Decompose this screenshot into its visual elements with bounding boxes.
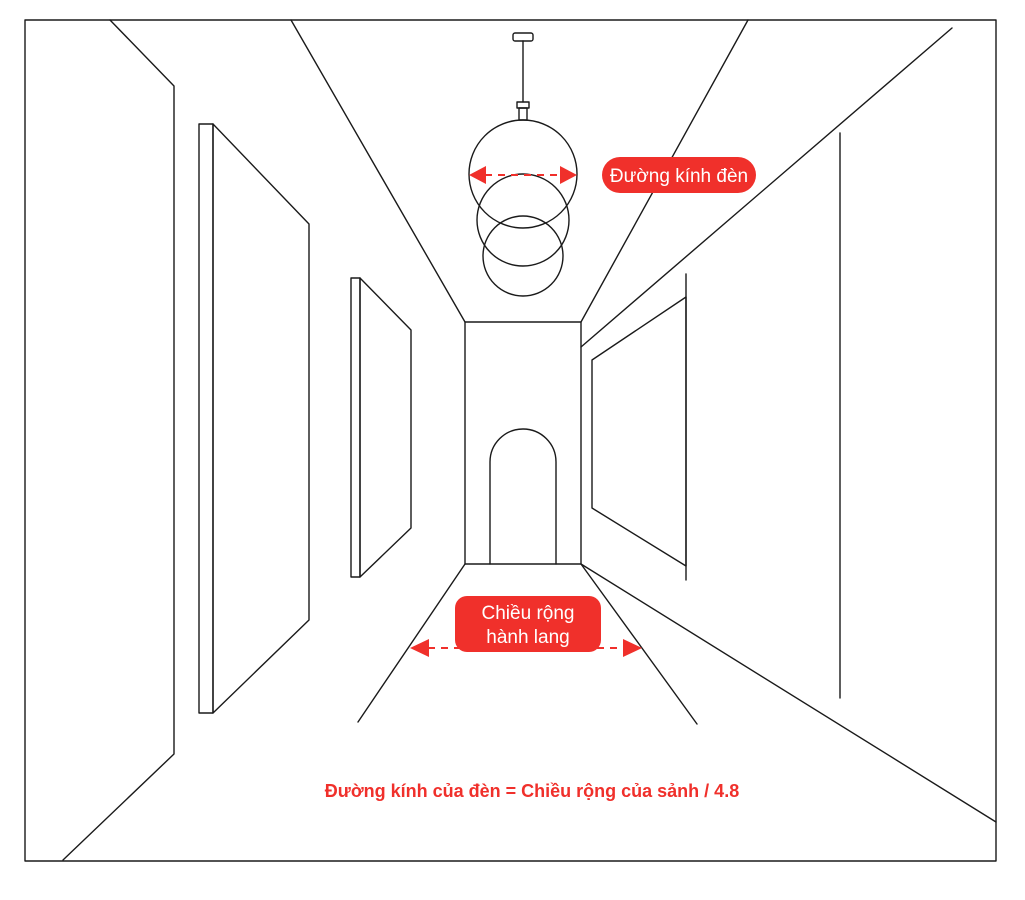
lamp-globe-middle xyxy=(476,173,570,267)
right-wall-panel xyxy=(591,296,687,567)
lamp-diameter-arrow-left xyxy=(469,166,486,184)
arched-doorway xyxy=(489,428,557,565)
left-wall-frames xyxy=(198,123,412,714)
floor-line-right xyxy=(580,563,698,725)
lamp-socket xyxy=(518,107,528,121)
left-wall-outline xyxy=(62,19,175,861)
formula-text: Đường kính của đèn = Chiều rộng của sảnh… xyxy=(325,781,739,801)
small-wall-frame-face xyxy=(359,277,412,578)
right-wall-bottom-edge xyxy=(580,563,997,823)
lamp-diameter-measure: Đường kính đèn xyxy=(469,157,756,193)
lamp-ceiling-canopy xyxy=(512,32,534,42)
corridor-width-label-line1: Chiều rộng xyxy=(482,603,575,624)
lamp-diameter-label: Đường kính đèn xyxy=(610,166,748,187)
corridor-width-label-bg xyxy=(455,596,601,652)
ceiling-line-left xyxy=(290,19,466,323)
corridor-width-measure: Chiều rộng hành lang xyxy=(410,596,642,657)
lamp-diameter-label-bg xyxy=(602,157,756,193)
corridor-width-arrow-right xyxy=(623,639,642,657)
right-wall-top-edge xyxy=(580,27,953,348)
lamp-socket-top xyxy=(516,101,530,109)
floor-line-left xyxy=(357,563,466,723)
lamp-diameter-arrow-right xyxy=(560,166,577,184)
lamp-globe-top xyxy=(468,119,578,229)
large-wall-frame-side xyxy=(198,123,214,714)
corridor-structure xyxy=(62,19,997,861)
large-wall-frame-face xyxy=(212,123,310,714)
end-wall xyxy=(464,321,582,565)
small-wall-frame-side xyxy=(350,277,361,578)
corridor-width-arrow-left xyxy=(410,639,429,657)
pendant-lamp xyxy=(468,32,578,297)
lamp-globe-bottom xyxy=(482,215,564,297)
diagram-frame xyxy=(24,19,997,862)
corridor-width-label-line2: hành lang xyxy=(486,627,569,648)
